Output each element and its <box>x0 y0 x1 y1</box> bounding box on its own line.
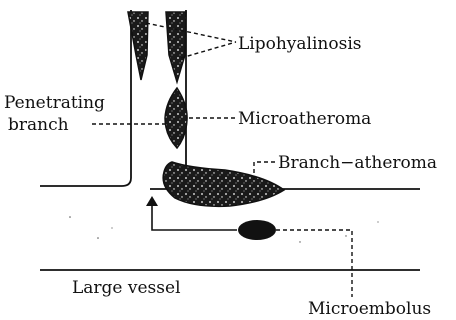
large-vessel-label: Large vessel <box>72 278 181 298</box>
lipohyalinosis-label: Lipohyalinosis <box>238 34 361 54</box>
branch-atheroma-lesion <box>163 162 284 206</box>
lipohyalinosis-lesion-right <box>166 12 186 82</box>
lipohyalinosis-leader-upper <box>146 23 236 42</box>
flow-arrow <box>152 205 237 230</box>
penetrating-branch-label-line2: branch <box>8 115 69 135</box>
microembolus-label: Microembolus <box>308 299 431 319</box>
flow-arrow-head <box>146 196 158 206</box>
microatheroma-label: Microatheroma <box>238 109 371 129</box>
microembolus <box>238 220 276 240</box>
branch-atheroma-label: Branch−atheroma <box>278 153 437 173</box>
microatheroma-lesion <box>165 88 187 148</box>
penetrating-branch-label-line1: Penetrating <box>4 93 105 113</box>
microembolus-leader <box>276 230 352 297</box>
lipohyalinosis-leader-lower <box>181 42 236 58</box>
